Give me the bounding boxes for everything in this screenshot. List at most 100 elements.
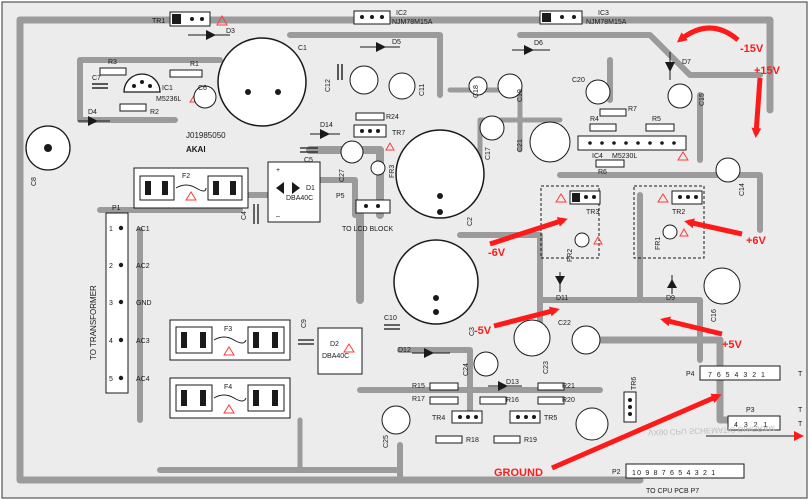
d13-diode: D13 [488,379,522,391]
ic2-regulator: IC2 NJM78M15A [353,10,433,26]
board-part-number: J01985050 [186,131,226,140]
c19-label: C19 [517,89,524,102]
c5-capacitor: C5 [300,147,318,164]
ic3-label: IC3 [598,10,609,17]
tr5-label: TR5 [544,415,557,422]
to-lcd-label: TO LCD BLOCK [342,226,394,233]
c25-capacitor: C25 [381,405,411,448]
f4-fuse: F4 [169,377,291,419]
r21-resistor: R21 [537,382,575,391]
c11-capacitor: C11 [388,72,426,100]
arrow-ground [551,393,722,471]
c7-label: C7 [92,75,101,82]
to-transformer-label: TO TRANSFORMER [89,285,98,360]
tr4-label: TR4 [432,415,445,422]
p4-pin-numbers: 7 6 5 4 3 2 1 [708,372,766,379]
r18-resistor: R18 [435,435,479,444]
fr1-fuse-resistor: FR1 [655,224,689,250]
d5-label: D5 [392,39,401,46]
arrow-plus-6v [684,218,743,237]
c8-capacitor: C8 [25,125,71,186]
c3-capacitor: C3 [393,239,479,336]
c7-capacitor: C7 [92,75,108,89]
c27-capacitor: C27 [339,140,364,182]
svg-text:3: 3 [109,300,113,307]
r19-label: R19 [524,437,537,444]
svg-text:AC2: AC2 [136,263,150,270]
r7-resistor: R7 [599,106,637,117]
d2-label: D2 [330,341,339,348]
d4-diode: D4 [78,109,110,126]
voltage-annotations [489,25,763,471]
r21-label: R21 [562,383,575,390]
r15-resistor: R15 [412,382,459,391]
c18-capacitor: C18 [468,76,488,98]
c2-capacitor: C2 [395,129,485,226]
r20-resistor: R20 [537,396,575,405]
plus-6v-label: +6V [746,235,767,247]
fr3-fuse-resistor: FR3 [370,141,396,178]
d6-diode: D6 [512,40,550,55]
d9-diode: D9 [666,275,677,302]
arrow-minus-15v [676,25,740,43]
p4-connector: P4 7 6 5 4 3 2 1 [686,365,781,381]
c9-capacitor: C9 [298,319,314,345]
c14-label: C14 [739,183,746,196]
fr1-label: FR1 [655,237,662,250]
f2-fuse: F2 [133,167,249,209]
f4-label: F4 [224,384,232,391]
c12-label: C12 [325,79,332,92]
p3-pin-numbers: 4 3 2 1 [734,422,769,429]
tr2-transistor: TR2 [633,185,705,259]
r24-resistor: R24 [355,112,399,121]
c8-label: C8 [31,177,38,186]
d6-label: D6 [534,40,543,47]
warning-icon [593,235,603,245]
d12-label: D12 [398,347,411,354]
ground-label: GROUND [494,467,543,479]
tr7-label: TR7 [392,130,405,137]
c17-capacitor: C17 [479,115,505,160]
warning-icon [679,227,689,237]
capacitor-outline [575,407,609,441]
ic3-regulator: IC3 NJM78M15A [539,10,627,26]
d1-label: D1 [306,185,315,192]
d13-label: D13 [506,379,519,386]
svg-text:2: 2 [109,263,113,270]
c11-label: C11 [419,84,426,96]
c17-label: C17 [485,147,492,160]
p2-label: P2 [612,469,621,476]
tr2-label: TR2 [672,209,685,216]
fr2-fuse-resistor: FR2 [567,232,603,262]
c4-capacitor: C4 [241,204,259,224]
d14-diode: D14 [310,122,340,139]
c19-capacitor: C19 [497,73,524,102]
p1-pin-4: 4 AC3 [109,337,150,345]
warning-icon [223,346,235,356]
capacitor-outline [349,65,379,95]
r4-resistor: R4 [589,116,617,132]
r24-label: R24 [386,114,399,121]
svg-text:AC4: AC4 [136,376,150,383]
f2-label: F2 [182,173,190,180]
c21-capacitor: C21 [517,121,571,163]
p4-label: P4 [686,371,695,378]
arrow-minus-5v [493,306,560,329]
c25-label: C25 [383,435,390,448]
c20-label: C20 [572,77,585,84]
p3-label: P3 [746,407,755,414]
d2-bridge-rectifier: D2 DBA40C [317,327,363,375]
d5-diode: D5 [360,39,401,52]
truncated-label: T [798,407,803,414]
p1-connector: P1 TO TRANSFORMER 1 AC1 2 AC2 3 GND 4 AC… [89,205,152,394]
arrow-minus-6v [489,217,568,247]
ic2-type-label: NJM78M15A [392,19,433,26]
r16-resistor: R16 [479,396,519,405]
c15-label: C15 [699,93,706,106]
ic4-type-label: M5230L [612,153,637,160]
warning-icon [216,14,228,26]
c14-capacitor: C14 [715,157,746,196]
plus-5v-label: +5V [722,339,743,351]
